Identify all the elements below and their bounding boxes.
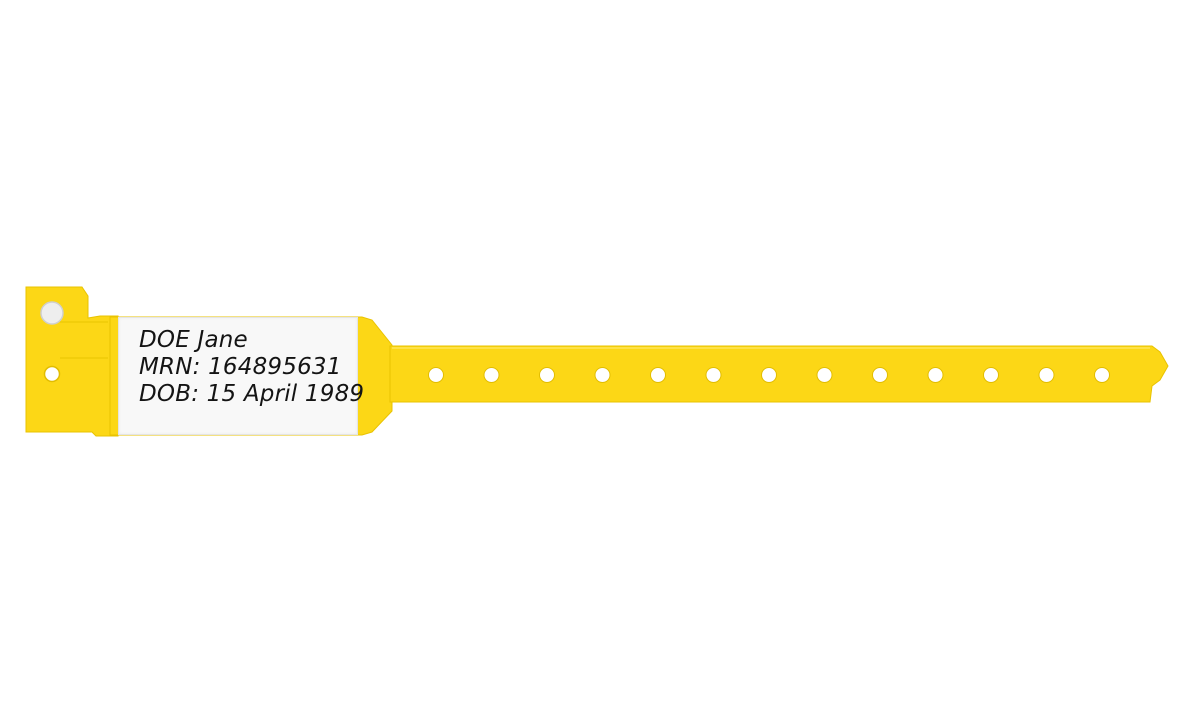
snap-hole [43, 365, 61, 383]
patient-name: DOE Jane [139, 327, 248, 353]
strap-hole [539, 367, 555, 383]
date-of-birth: DOB: 15 April 1989 [139, 381, 365, 407]
strap-hole [705, 367, 722, 383]
strap-hole [1094, 367, 1110, 383]
medical-record-number: MRN: 164895631 [139, 354, 342, 380]
snap-stud [40, 301, 64, 325]
strap-hole [761, 367, 777, 383]
patient-id-label: DOE Jane MRN: 164895631 DOB: 15 April 19… [118, 317, 365, 435]
strap-hole [650, 367, 666, 383]
strap-hole [1038, 367, 1055, 383]
wristband-tab [25, 286, 119, 437]
strap-hole [483, 367, 500, 383]
wristband-strap [389, 345, 1169, 403]
strap-hole [594, 367, 611, 383]
strap-hole [428, 367, 444, 383]
strap-hole [927, 367, 944, 383]
strap-hole [872, 367, 888, 383]
strap-hole [816, 367, 833, 383]
strap-hole [983, 367, 999, 383]
